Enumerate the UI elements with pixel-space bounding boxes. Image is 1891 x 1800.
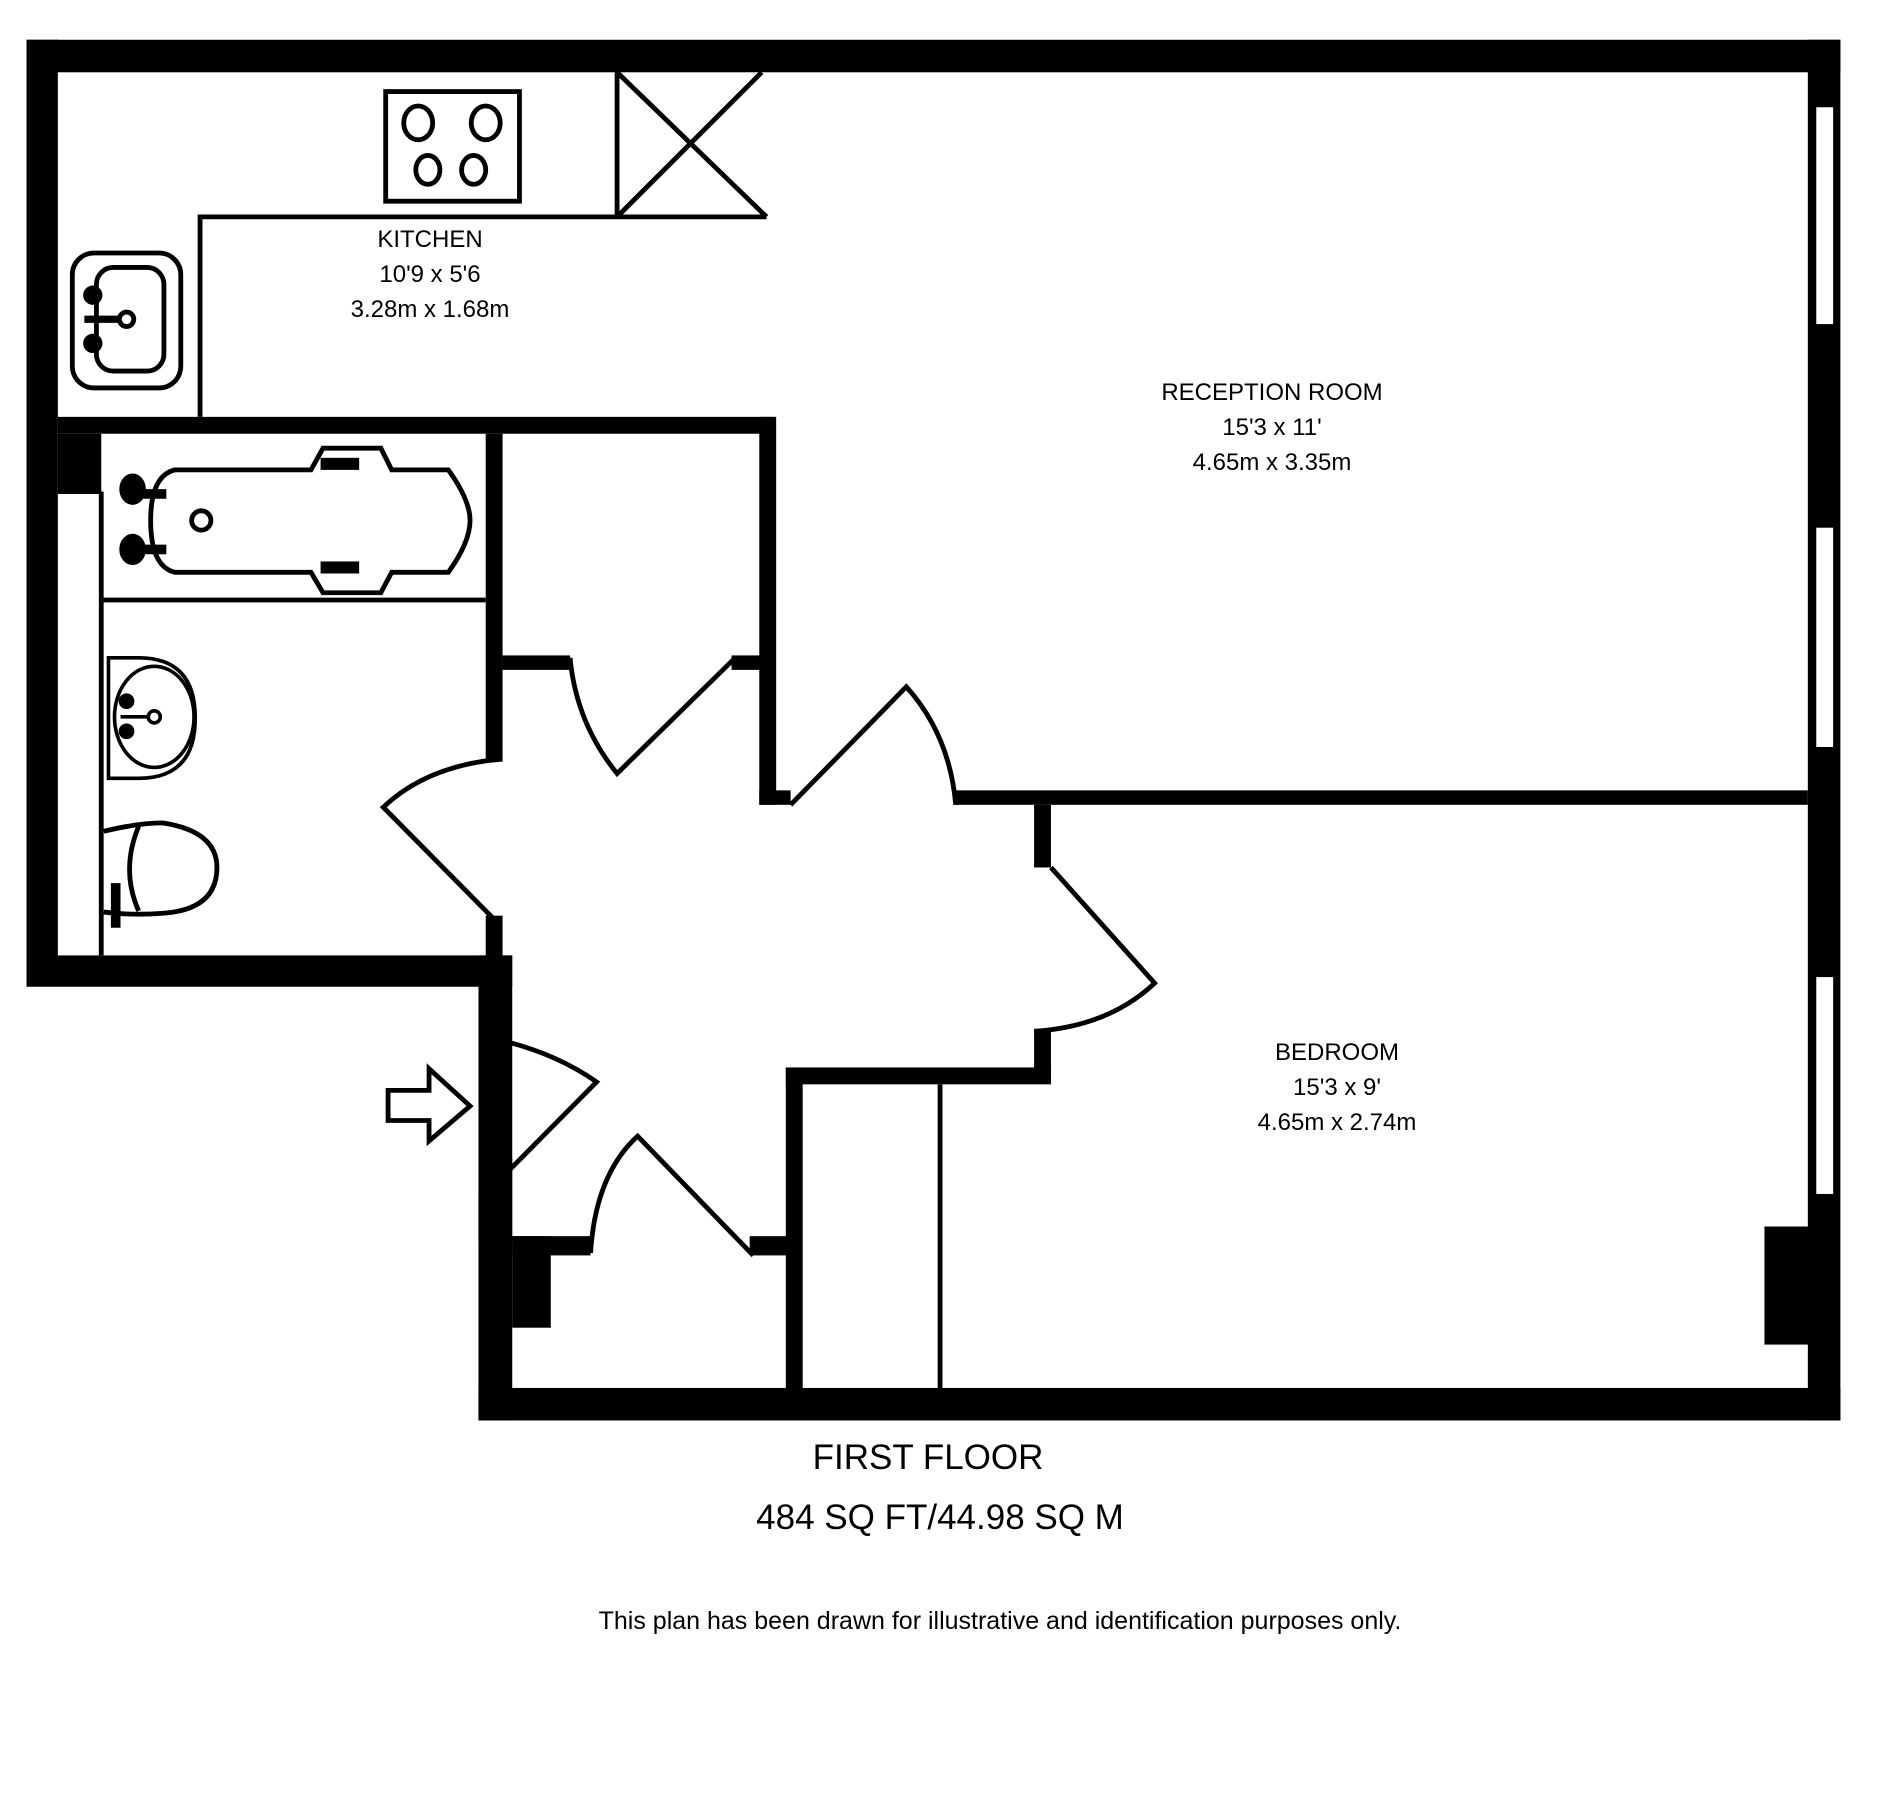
room-label-kitchen: KITCHEN 10'9 x 5'6 3.28m x 1.68m [351, 222, 510, 327]
room-name: BEDROOM [1274, 1039, 1399, 1066]
room-metric: 4.65m x 2.74m [1257, 1109, 1417, 1136]
room-label-reception: RECEPTION ROOM 15'3 x 11' 4.65m x 3.35m [1161, 375, 1382, 480]
room-name: KITCHEN [377, 226, 483, 253]
floor-area: 484 SQ FT/44.98 SQ M [756, 1498, 1124, 1537]
room-metric: 4.65m x 3.35m [1192, 449, 1352, 476]
hob-icon [383, 89, 522, 204]
room-imperial: 10'9 x 5'6 [379, 261, 481, 288]
window-icon [1813, 104, 1836, 1197]
room-imperial: 15'3 x 11' [1222, 414, 1322, 441]
room-name: RECEPTION ROOM [1161, 379, 1383, 406]
basin-icon [106, 656, 198, 781]
fittings [57, 70, 943, 1388]
room-imperial: 15'3 x 9' [1293, 1074, 1381, 1101]
toilet-icon [103, 820, 220, 928]
kitchen-sink-icon [69, 250, 184, 391]
bath-icon [119, 445, 473, 596]
door-swing-icon [379, 656, 1158, 1258]
entrance-arrow-icon [385, 1063, 474, 1147]
room-metric: 3.28m x 1.68m [350, 296, 510, 323]
room-label-bedroom: BEDROOM 15'3 x 9' 4.65m x 2.74m [1258, 1035, 1417, 1140]
disclaimer: This plan has been drawn for illustrativ… [598, 1607, 1402, 1635]
floor-title: FIRST FLOOR [812, 1438, 1044, 1477]
